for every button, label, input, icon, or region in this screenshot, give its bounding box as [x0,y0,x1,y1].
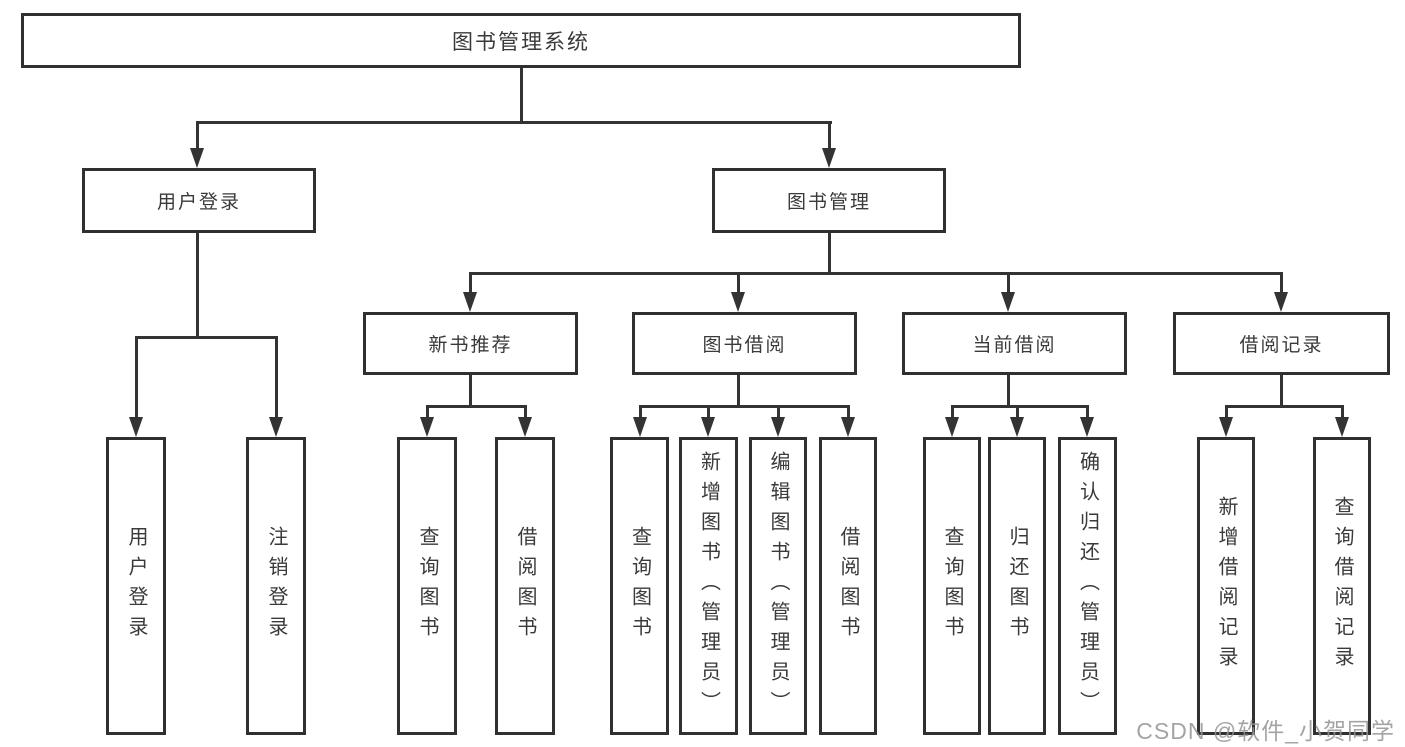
connector-cb-hbar [951,405,1089,408]
arrow-down-icon [269,417,283,437]
connector-cb-c3-drop [1086,405,1089,419]
arrow-down-icon [633,417,647,437]
connector-br-drop [1280,272,1283,294]
node-leaf-bb-borrow-books: 借阅图书 [819,437,877,735]
leaf-label: 查询图书 [416,526,438,646]
node-user-login-label: 用户登录 [156,192,241,213]
connector-cb-stem [1007,375,1010,407]
connector-bb-stem [737,375,740,407]
leaf-label: 查询图书 [628,526,651,646]
connector-root-hbar [196,121,832,124]
leaf-label: 新增图书（管理员） [697,451,720,721]
arrow-down-icon [945,417,959,437]
connector-br-c1-drop [1225,405,1228,419]
arrow-down-icon [129,417,143,437]
connector-cb-c2-drop [1016,405,1019,419]
connector-cb-drop [1007,272,1010,294]
connector-bb-drop [737,272,740,294]
node-current-borrow: 当前借阅 [902,312,1127,375]
arrow-down-icon [701,417,715,437]
connector-bb-c1-drop [639,405,642,419]
arrow-down-icon [841,417,855,437]
arrow-down-icon [731,292,745,312]
connector-ul-login-drop [135,336,138,419]
connector-nbr-c1-drop [426,405,429,419]
connector-root-stem [520,68,523,121]
arrow-down-icon [1080,417,1094,437]
connector-br-c2-drop [1341,405,1344,419]
node-leaf-logout: 注销登录 [246,437,306,735]
node-user-login: 用户登录 [82,168,316,233]
arrow-down-icon [1335,417,1349,437]
connector-nbr-stem [469,375,472,407]
node-book-borrow-label: 图书借阅 [702,335,787,356]
connector-book-mgmt-drop [828,121,831,151]
arrow-down-icon [1274,292,1288,312]
leaf-label: 查询借阅记录 [1331,496,1353,676]
node-borrow-records: 借阅记录 [1173,312,1390,375]
connector-user-login-drop [196,121,199,151]
connector-bb-c4-drop [847,405,850,419]
connector-nbr-c2-drop [524,405,527,419]
csdn-watermark: CSDN @软件_小贺同学 [1136,718,1395,744]
arrow-down-icon [1010,417,1024,437]
connector-bm-hbar [469,272,1282,275]
node-leaf-bb-add-books: 新增图书（管理员） [679,437,738,735]
arrow-down-icon [463,292,477,312]
leaf-label: 用户登录 [125,526,147,646]
node-leaf-br-query-record: 查询借阅记录 [1313,437,1371,735]
node-leaf-br-add-record: 新增借阅记录 [1197,437,1255,735]
node-borrow-records-label: 借阅记录 [1239,335,1324,356]
node-root-label: 图书管理系统 [452,30,590,54]
leaf-label: 借阅图书 [837,526,859,646]
connector-nbr-drop [469,272,472,294]
arrow-down-icon [771,417,785,437]
node-book-mgmt: 图书管理 [712,168,946,233]
arrow-down-icon [190,148,204,168]
node-leaf-nbr-query-books: 查询图书 [397,437,457,735]
connector-bb-hbar [639,405,850,408]
arrow-down-icon [1219,417,1233,437]
node-leaf-cb-query-books: 查询图书 [923,437,981,735]
connector-br-hbar [1225,405,1344,408]
node-leaf-nbr-borrow-books: 借阅图书 [495,437,555,735]
node-leaf-user-login: 用户登录 [106,437,166,735]
leaf-label: 注销登录 [265,526,287,646]
node-leaf-bb-edit-books: 编辑图书（管理员） [749,437,807,735]
node-book-borrow: 图书借阅 [632,312,857,375]
leaf-label: 查询图书 [941,526,963,646]
node-new-book-rec-label: 新书推荐 [428,335,513,356]
connector-cb-c1-drop [951,405,954,419]
arrow-down-icon [518,417,532,437]
leaf-label: 确认归还（管理员） [1076,451,1099,721]
connector-bb-c2-drop [707,405,710,419]
connector-bb-c3-drop [777,405,780,419]
arrow-down-icon [420,417,434,437]
connector-ul-logout-drop [275,336,278,419]
node-book-mgmt-label: 图书管理 [786,192,871,213]
connector-bm-stem [828,233,831,274]
arrow-down-icon [1001,292,1015,312]
connector-br-stem [1280,375,1283,407]
node-leaf-cb-confirm-return: 确认归还（管理员） [1058,437,1117,735]
node-leaf-bb-query-books: 查询图书 [610,437,669,735]
leaf-label: 新增借阅记录 [1215,496,1237,676]
connector-nbr-hbar [426,405,527,408]
node-leaf-cb-return-books: 归还图书 [988,437,1046,735]
leaf-label: 归还图书 [1006,526,1028,646]
leaf-label: 编辑图书（管理员） [767,451,789,721]
node-new-book-rec: 新书推荐 [363,312,578,375]
connector-ul-stem [196,233,199,336]
connector-ul-hbar [135,336,278,339]
arrow-down-icon [822,148,836,168]
node-current-borrow-label: 当前借阅 [972,335,1057,356]
leaf-label: 借阅图书 [514,526,536,646]
node-root: 图书管理系统 [21,13,1021,68]
